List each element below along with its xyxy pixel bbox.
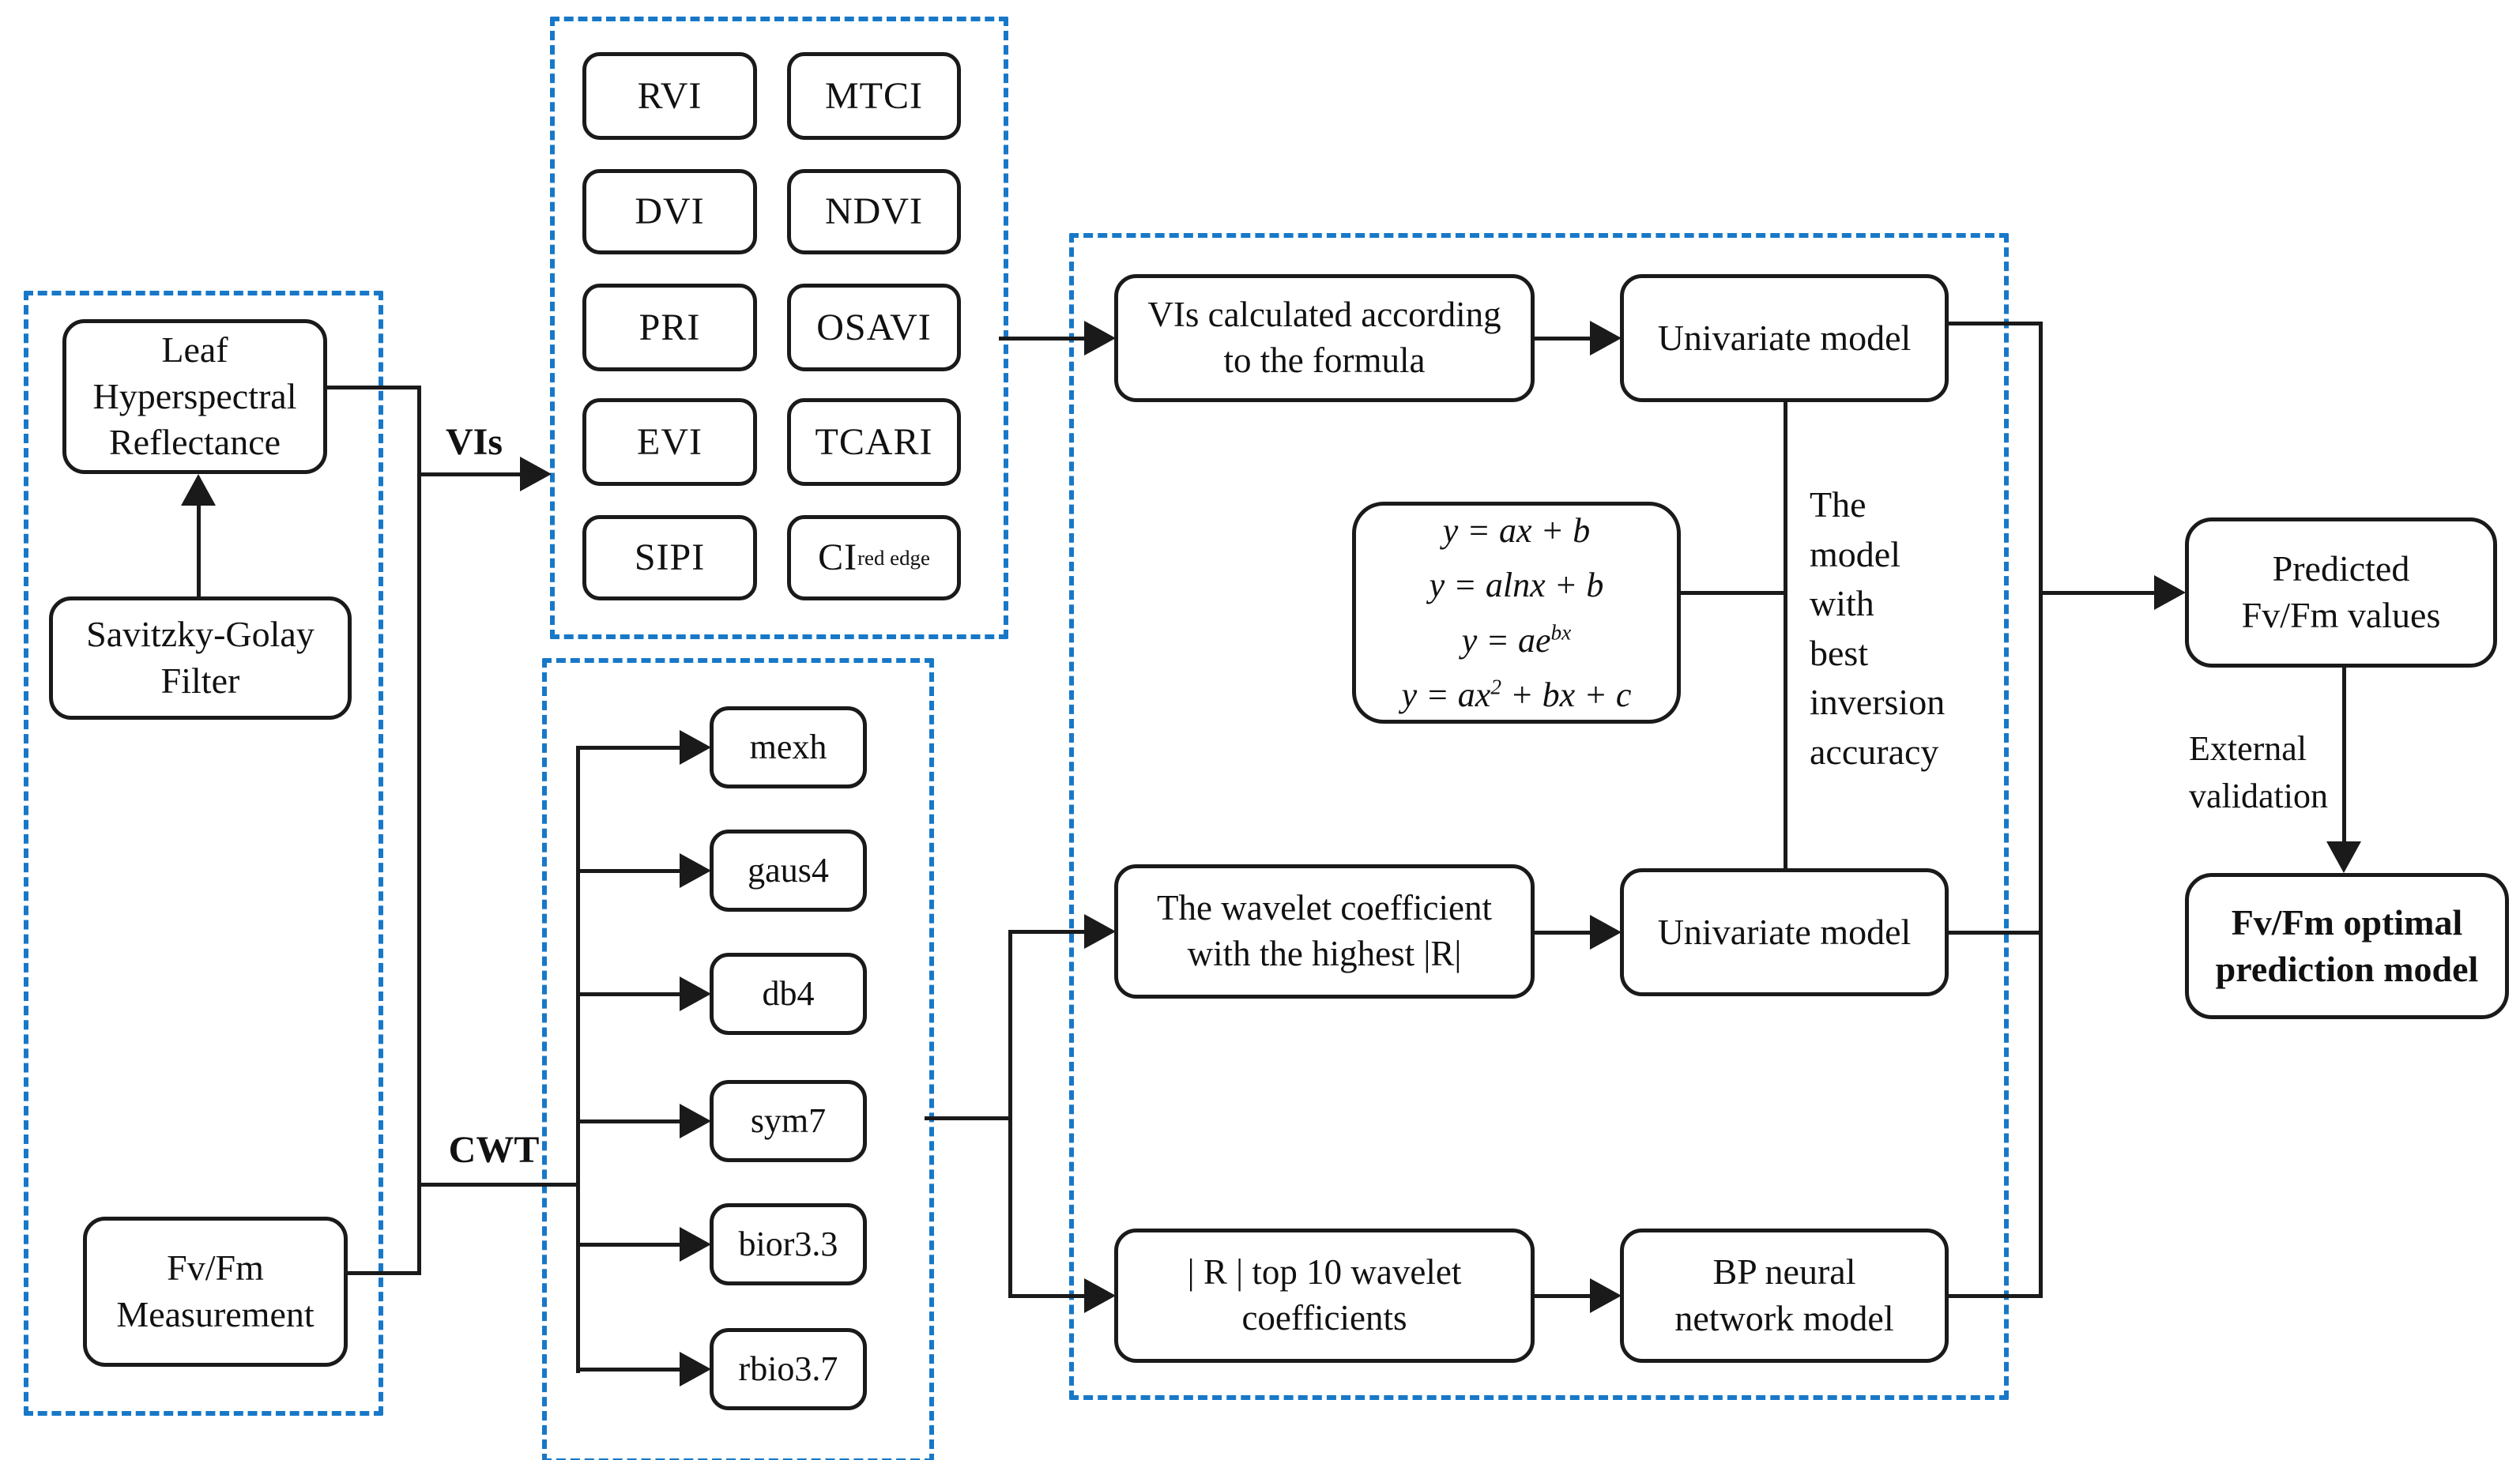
best-inversion-note: The model with best inversion accuracy [1810,484,1946,772]
fvfm-measurement-box: Fv/Fm Measurement [83,1217,348,1367]
savitzky-golay-filter-box: Savitzky-Golay Filter [49,596,352,720]
wavelet-box-bior33: bior3.3 [710,1203,867,1285]
connector-viscalc-to-univariate [1535,337,1591,341]
vi-box-osavi: OSAVI [787,284,961,371]
arrowhead-splitter-bottom [1084,1278,1116,1313]
connector-to-gaus4 [578,869,680,873]
connector-cwt-out [925,1116,1010,1120]
wavelet-coefficient-box: The wavelet coefficient with the highest… [1114,864,1535,999]
arrowhead-splitter-top [1084,914,1116,949]
ci-subscript: red edge [857,545,930,570]
vegetation-indices-panel [550,17,1008,639]
connector-to-mexh [578,746,680,750]
arrowhead-to-mexh [680,730,711,765]
ci-base: CI [818,536,858,579]
vi-box-evi: EVI [582,398,757,486]
connector-external-validation [2342,668,2346,845]
univariate-model-bottom-box: Univariate model [1620,868,1949,996]
vi-box-ndvi: NDVI [787,169,961,254]
connector-cwt-splitter [1008,930,1012,1298]
predicted-fvfm-box: Predicted Fv/Fm values [2185,517,2497,668]
arrowhead-external-validation [2326,841,2361,873]
connector-univariate-vertical [1784,402,1787,871]
arrowhead-filter-to-leaf [181,474,216,506]
formula-exponential: y = aebx [1461,619,1572,660]
formula-logarithmic: y = alnx + b [1429,566,1604,605]
vis-calculated-box: VIs calculated according to the formula [1114,274,1535,402]
formula-linear: y = ax + b [1442,510,1591,550]
univariate-model-top-box: Univariate model [1620,274,1949,402]
r-top10-box: | R | top 10 wavelet coefficients [1114,1229,1535,1363]
formula-quadratic: y = ax2 + bx + c [1401,675,1632,714]
arrowhead-waveletcoef-to-univariate [1590,915,1622,950]
connector-vis-out [999,337,1086,341]
wavelet-box-rbio37: rbio3.7 [710,1328,867,1410]
vi-box-mtci: MTCI [787,52,961,140]
arrowhead-vis-branch [520,457,552,491]
fvfm-optimal-model-box: Fv/Fm optimal prediction model [2185,873,2509,1019]
connector-splitter-top [1010,930,1086,934]
connector-cwt-inner-trunk [576,746,580,1373]
connector-to-sym7 [578,1119,680,1123]
wavelet-box-db4: db4 [710,953,867,1035]
connector-univariate-top-out [1949,322,2040,325]
connector-collector [2039,322,2043,1298]
connector-top10-to-bp [1535,1294,1591,1298]
arrowhead-viscalc-to-univariate [1590,321,1622,356]
connector-waveletcoef-to-univariate [1535,931,1591,935]
arrowhead-top10-to-bp [1590,1278,1622,1313]
arrowhead-to-sym7 [680,1104,711,1138]
arrowhead-to-db4 [680,976,711,1011]
connector-to-predicted [2040,591,2154,595]
connector-trunk [417,386,421,1275]
cwt-edge-label: CWT [448,1129,540,1171]
wavelet-box-sym7: sym7 [710,1080,867,1162]
arrowhead-to-predicted [2154,575,2186,610]
vis-edge-label: VIs [445,421,503,463]
external-validation-label: External validation [2189,729,2328,815]
connector-cwt-branch [419,1183,579,1187]
arrowhead-vis-out [1084,321,1116,356]
connector-filter-to-leaf [197,502,201,596]
connector-to-rbio37 [578,1368,680,1372]
connector-bp-out [1949,1294,2040,1298]
vi-box-dvi: DVI [582,169,757,254]
connector-to-bior33 [578,1243,680,1247]
arrowhead-to-bior33 [680,1227,711,1262]
bp-neural-network-box: BP neural network model [1620,1229,1949,1363]
vi-box-sipi: SIPI [582,515,757,600]
input-data-panel [24,291,383,1416]
wavelet-functions-panel [542,658,934,1460]
arrowhead-to-rbio37 [680,1352,711,1387]
vi-box-rvi: RVI [582,52,757,140]
vi-box-pri: PRI [582,284,757,371]
connector-formula-out [1681,591,1785,595]
wavelet-box-gaus4: gaus4 [710,830,867,912]
regression-formulas-box: y = ax + b y = alnx + b y = aebx y = ax2… [1352,502,1681,724]
wavelet-box-mexh: mexh [710,706,867,788]
connector-to-db4 [578,992,680,996]
leaf-hyperspectral-reflectance-box: Leaf Hyperspectral Reflectance [62,319,327,474]
modeling-panel [1069,233,2009,1400]
connector-univariate-bottom-out [1949,931,2040,935]
connector-leaf-out [327,386,419,389]
connector-splitter-bottom [1010,1294,1086,1298]
vi-box-tcari: TCARI [787,398,961,486]
arrowhead-to-gaus4 [680,853,711,888]
connector-fvfm-out [348,1271,419,1275]
connector-vis-branch [419,472,522,476]
